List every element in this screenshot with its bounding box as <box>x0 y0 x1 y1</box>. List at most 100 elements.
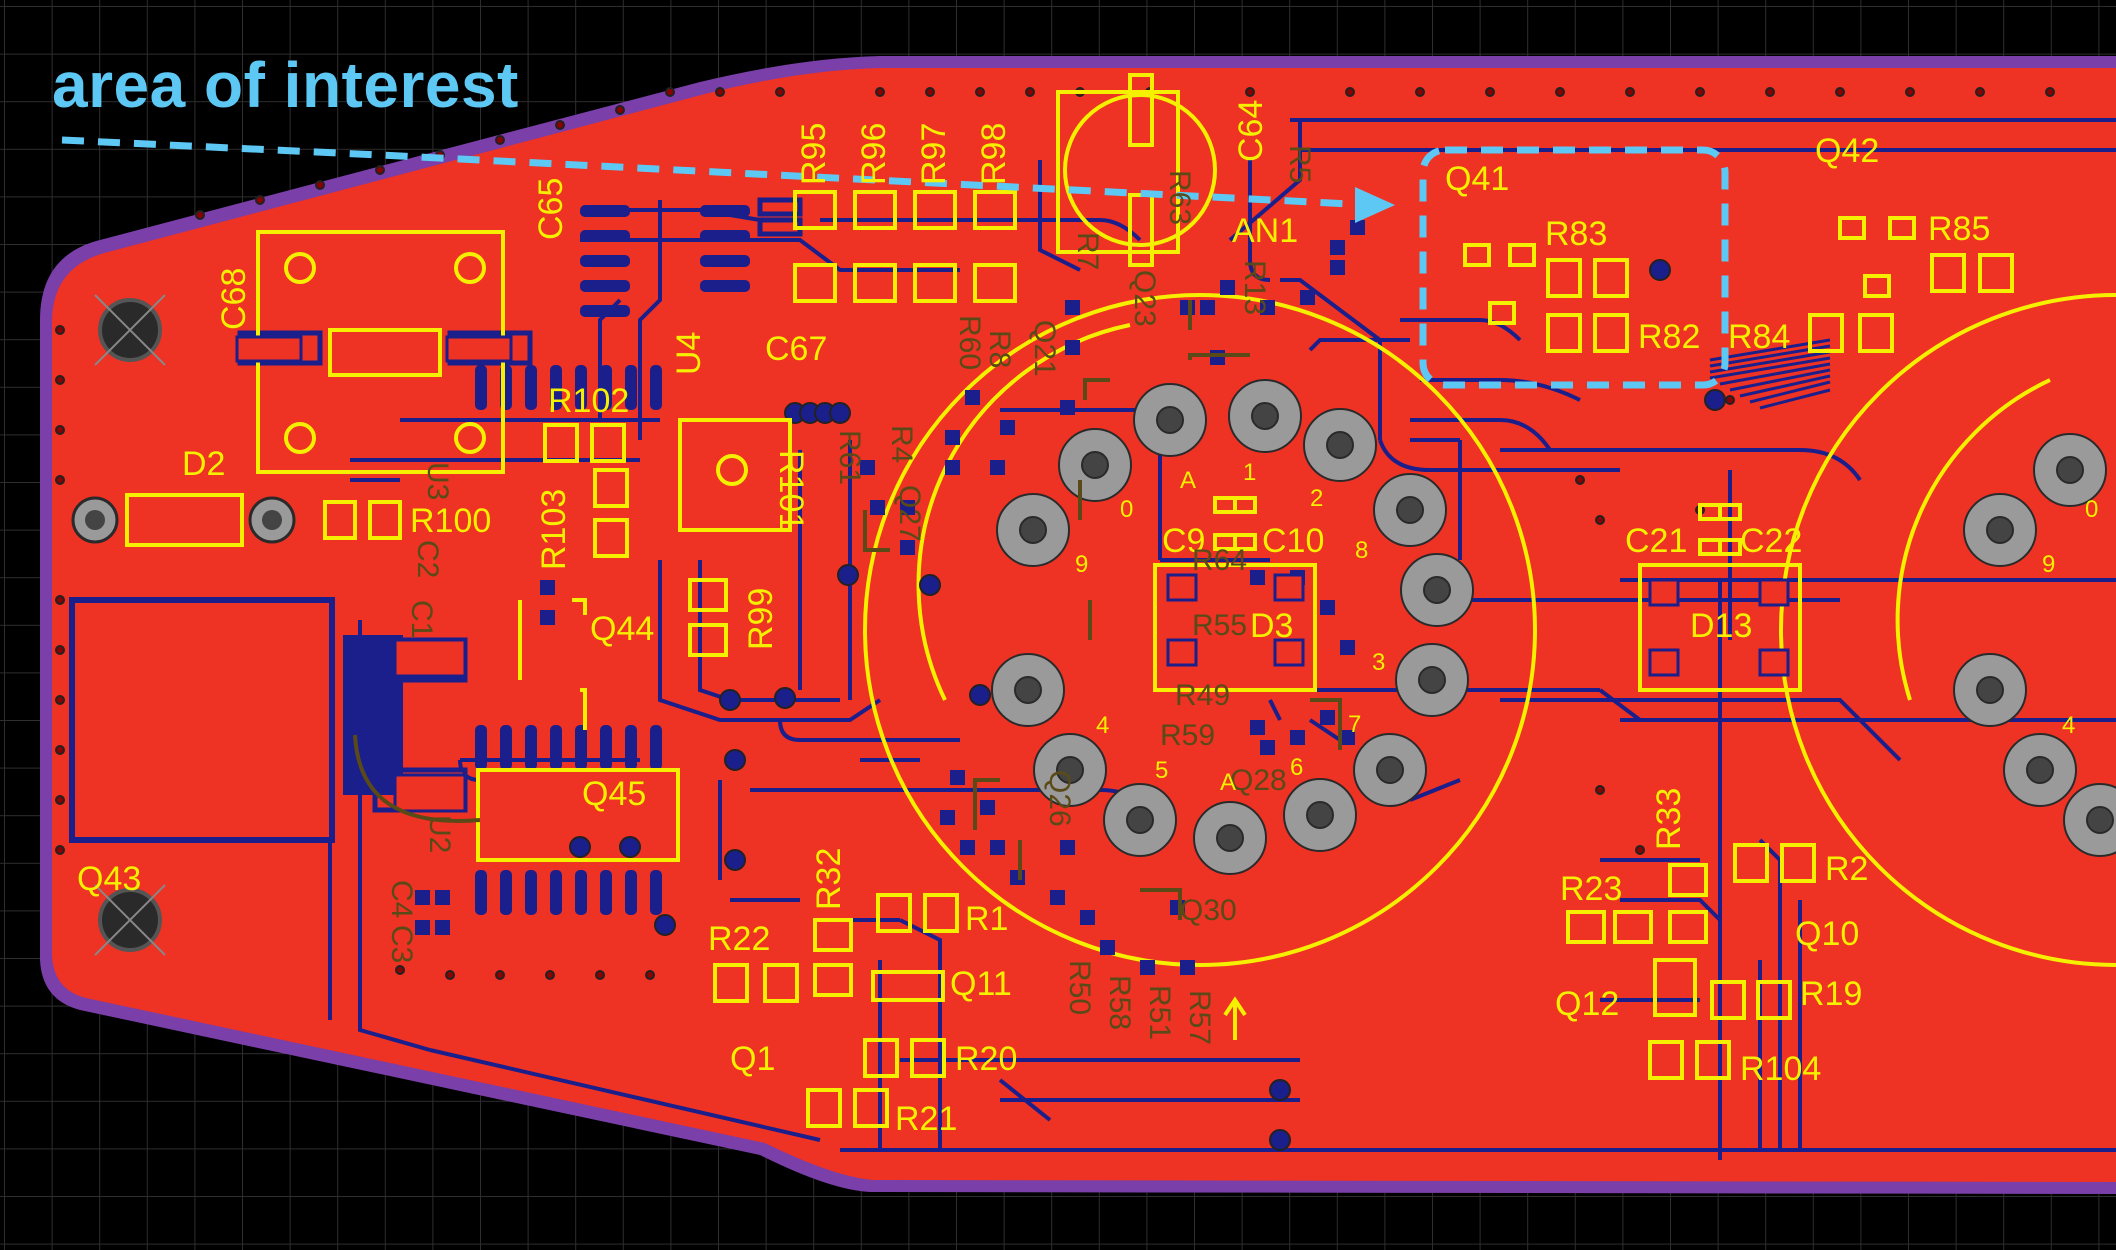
bottom-pads[interactable] <box>415 220 1365 975</box>
bottom-label-r61: R61 <box>833 430 866 485</box>
bottom-label-r7: R7 <box>1071 232 1104 270</box>
label-u4: U4 <box>670 332 708 375</box>
label-r97: R97 <box>915 123 953 185</box>
label-r33: R33 <box>1650 788 1688 850</box>
label-r2: R2 <box>1825 850 1868 888</box>
label-q44: Q44 <box>590 610 654 648</box>
bottom-label-r49: R49 <box>1175 679 1230 712</box>
label-d3: D3 <box>1250 607 1293 645</box>
label-q42: Q42 <box>1815 132 1879 170</box>
label-q45: Q45 <box>582 775 646 813</box>
mounting-holes <box>71 294 296 956</box>
bottom-label-r5: R5 <box>1283 145 1316 183</box>
pin-number: 9 <box>2042 551 2055 578</box>
pin-number: 5 <box>1155 757 1168 784</box>
tube-socket-2 <box>1779 293 2116 967</box>
label-d2: D2 <box>182 445 225 483</box>
area-of-interest-label: area of interest <box>52 49 519 121</box>
vias <box>55 87 2055 980</box>
pin-number: 3 <box>1372 649 1385 676</box>
pin-number: 4 <box>2062 712 2075 739</box>
bottom-label-q23: Q23 <box>1128 270 1161 327</box>
pin-number: 7 <box>1348 711 1361 738</box>
pin1-arrow <box>1223 996 1247 1040</box>
area-of-interest-marker <box>61 136 1729 389</box>
bottom-side-labels: U3 C2 C1 C4 C3 U2 R61 R4 Q27 R60 R8 Q21 … <box>385 145 1316 1045</box>
label-r104: R104 <box>1740 1050 1821 1088</box>
bottom-label-c1: C1 <box>405 600 438 638</box>
socket-outer-ring <box>1779 293 2116 967</box>
label-r101: R101 <box>772 450 810 531</box>
label-q43: Q43 <box>77 860 141 898</box>
copper-pour[interactable] <box>52 68 2116 1182</box>
bottom-label-c2: C2 <box>411 540 444 578</box>
label-c64: C64 <box>1232 100 1270 162</box>
label-r21: R21 <box>895 1100 957 1138</box>
label-q11: Q11 <box>950 965 1012 1003</box>
bottom-label-q26: Q26 <box>1043 770 1076 827</box>
label-q1: Q1 <box>730 1040 775 1078</box>
label-r32: R32 <box>810 848 848 910</box>
pin-number: A <box>1180 467 1196 494</box>
bottom-label-q30: Q30 <box>1180 894 1237 927</box>
label-r98: R98 <box>975 123 1013 185</box>
label-c68: C68 <box>215 268 253 330</box>
label-d13: D13 <box>1690 607 1752 645</box>
bottom-label-r4: R4 <box>885 425 918 463</box>
label-r103: R103 <box>535 489 573 570</box>
bottom-label-r13: R13 <box>1238 260 1271 315</box>
bottom-label-r55: R55 <box>1192 609 1247 642</box>
socket-outer-ring <box>863 293 1537 967</box>
bottom-label-r59: R59 <box>1160 719 1215 752</box>
label-r23: R23 <box>1560 870 1622 908</box>
label-r85: R85 <box>1928 210 1990 248</box>
label-r1: R1 <box>965 900 1008 938</box>
label-r19: R19 <box>1800 975 1862 1013</box>
area-of-interest-arrowhead <box>1355 187 1395 223</box>
bottom-label-r57: R57 <box>1183 990 1216 1045</box>
component-pads[interactable] <box>235 335 1790 813</box>
pin-number: 8 <box>1355 537 1368 564</box>
bottom-label-r60: R60 <box>953 315 986 370</box>
label-r99: R99 <box>742 588 780 650</box>
label-r95: R95 <box>795 123 833 185</box>
thru-vias <box>569 259 1726 1151</box>
label-q12: Q12 <box>1555 985 1619 1023</box>
pin-number: 9 <box>1075 551 1088 578</box>
label-c10: C10 <box>1262 522 1324 560</box>
bottom-label-r58: R58 <box>1103 975 1136 1030</box>
label-r96: R96 <box>855 123 893 185</box>
label-an1: AN1 <box>1232 212 1298 250</box>
label-r83: R83 <box>1545 215 1607 253</box>
bottom-label-r50: R50 <box>1063 960 1096 1015</box>
label-q10: Q10 <box>1795 915 1859 953</box>
label-r84: R84 <box>1728 318 1790 356</box>
label-r20: R20 <box>955 1040 1017 1078</box>
bottom-label-r63: R63 <box>1163 170 1196 225</box>
bottom-label-u2: U2 <box>423 815 456 853</box>
trace-bundle <box>1709 338 1831 410</box>
tube-pins[interactable] <box>991 379 2116 875</box>
pin-number: 0 <box>2085 496 2098 523</box>
bottom-label-q28: Q28 <box>1230 764 1287 797</box>
label-c67: C67 <box>765 330 827 368</box>
pin-number: 1 <box>1243 459 1256 486</box>
bottom-label-c3: C3 <box>385 925 418 963</box>
pin-number: 0 <box>1120 496 1133 523</box>
bottom-silkscreen <box>353 300 1342 920</box>
bottom-label-q27: Q27 <box>893 485 926 542</box>
pin-number: 4 <box>1096 712 1109 739</box>
label-q41: Q41 <box>1445 160 1509 198</box>
bottom-label-r64: R64 <box>1192 544 1247 577</box>
u5-body[interactable] <box>69 597 335 843</box>
u5-thermal-pad[interactable] <box>343 635 403 795</box>
pin-numbers: 0 1 2 8 9 4 5 A 6 7 3 A 0 9 4 <box>1075 459 2098 796</box>
label-c65: C65 <box>532 178 570 240</box>
bottom-label-r8: R8 <box>983 330 1016 368</box>
bottom-label-u3: U3 <box>421 462 454 500</box>
bottom-label-q21: Q21 <box>1028 320 1061 377</box>
label-r22: R22 <box>708 920 770 958</box>
bottom-label-c4: C4 <box>385 880 418 918</box>
label-c22: C22 <box>1740 522 1802 560</box>
